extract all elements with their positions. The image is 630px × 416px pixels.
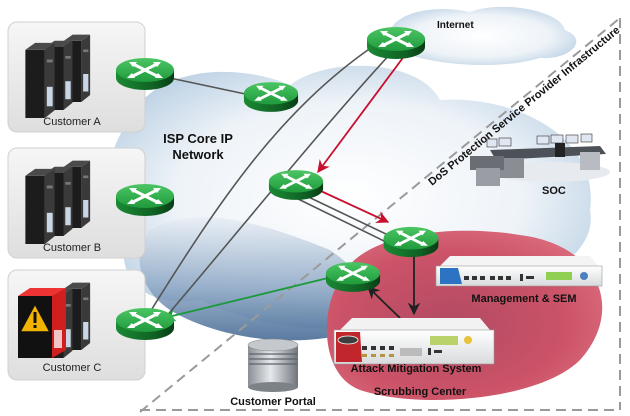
operations-console-icon (470, 133, 610, 186)
customer-b-panel[interactable]: Customer B (7, 147, 146, 259)
router-icon[interactable] (382, 225, 440, 259)
link-internet-custC-1 (149, 44, 376, 313)
portal-label: Customer Portal (230, 396, 316, 408)
router-icon[interactable] (243, 80, 299, 114)
router-icon[interactable] (365, 25, 427, 61)
scrubbing-center-label: Scrubbing Center (374, 386, 467, 398)
network-appliance-icon (435, 256, 603, 287)
router-icon[interactable] (268, 168, 324, 202)
flow-ams-to-clean-router (367, 286, 401, 319)
mitigation-label: Attack Mitigation System (351, 363, 482, 375)
customer-b-label: Customer B (43, 242, 101, 254)
attack-flow-core-to-scrub (309, 185, 390, 223)
network-appliance-icon (333, 318, 495, 365)
customer-c-label: Customer C (43, 362, 102, 374)
customer-a-label: Customer A (43, 116, 101, 128)
router-icon[interactable] (115, 306, 175, 342)
isp-core-label-2: Network (172, 147, 224, 162)
internet-label: Internet (437, 20, 474, 31)
warning-icon (18, 302, 52, 333)
router-icon[interactable] (115, 56, 175, 92)
router-icon[interactable] (115, 182, 175, 218)
attack-flow-internet-to-core (317, 54, 406, 174)
link-core-scrub-2 (291, 195, 385, 242)
isp-core-label-1: ISP Core IP (163, 131, 233, 146)
management-label: Management & SEM (471, 293, 576, 305)
router-icon[interactable] (325, 260, 381, 294)
soc-label: SOC (542, 185, 566, 197)
customer-c-panel[interactable]: Customer C (7, 269, 146, 381)
clean-flow-to-customer-c (162, 276, 333, 322)
link-custA-core (169, 77, 251, 96)
link-core-scrub-1 (297, 191, 389, 236)
database-icon (247, 338, 299, 392)
internet-cloud (385, 6, 577, 66)
